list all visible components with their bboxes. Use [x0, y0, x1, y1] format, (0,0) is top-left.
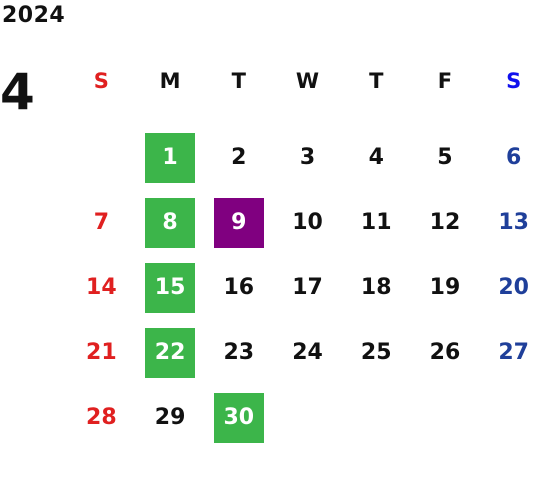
calendar-day: 3 [299, 145, 316, 170]
calendar-day-cell [342, 393, 411, 443]
calendar-day-cell[interactable]: 26 [411, 328, 480, 378]
calendar-day: 26 [429, 340, 461, 365]
calendar-day: 21 [86, 340, 117, 365]
calendar-day: 28 [86, 405, 117, 430]
calendar-day-cell[interactable]: 17 [273, 263, 342, 313]
calendar-day-cell[interactable]: 5 [411, 133, 480, 183]
calendar-day: 12 [429, 210, 461, 235]
calendar-day-cell[interactable]: 25 [342, 328, 411, 378]
calendar-day: 20 [498, 275, 529, 300]
holiday-day: 1 [145, 132, 196, 183]
calendar-day-cell[interactable]: 11 [342, 198, 411, 248]
calendar-day-cell[interactable]: 28 [67, 393, 136, 443]
weekday-header-tue: T [231, 69, 246, 93]
calendar-day-cell[interactable]: 9 [204, 197, 273, 248]
calendar-day-cell[interactable]: 18 [342, 263, 411, 313]
calendar-day: 14 [86, 275, 117, 300]
calendar-day-cell[interactable]: 20 [479, 263, 548, 313]
calendar-year: 2024 [2, 3, 66, 28]
weekday-header-fri: F [437, 69, 453, 93]
calendar-week-row: 28 29 30 [67, 385, 548, 450]
calendar-day [420, 393, 470, 443]
calendar-day-cell[interactable]: 24 [273, 328, 342, 378]
calendar-day-cell[interactable]: 1 [136, 132, 205, 183]
calendar-week-row: 1 2 3 4 5 6 [67, 125, 548, 190]
calendar-day-cell[interactable]: 12 [411, 198, 480, 248]
calendar-day: 4 [368, 145, 384, 170]
calendar-day: 10 [292, 210, 323, 235]
calendar-day: 11 [360, 210, 392, 235]
calendar-day: 5 [437, 145, 453, 170]
calendar-day-cell[interactable]: 27 [479, 328, 548, 378]
calendar-day-cell[interactable]: 8 [136, 197, 205, 248]
holiday-day: 22 [145, 327, 196, 378]
calendar-day: 27 [498, 340, 529, 365]
calendar-day-cell[interactable]: 30 [204, 392, 273, 443]
calendar-day-cell [67, 133, 136, 183]
holiday-day: 8 [145, 197, 196, 248]
calendar-day-cell[interactable]: 21 [67, 328, 136, 378]
holiday-day: 30 [213, 392, 264, 443]
calendar-day: 17 [292, 275, 323, 300]
calendar-day-cell[interactable]: 19 [411, 263, 480, 313]
calendar-day: 16 [223, 275, 255, 300]
calendar-day-cell [479, 393, 548, 443]
calendar-day: 25 [360, 340, 392, 365]
calendar-day: 19 [429, 275, 461, 300]
calendar-day-cell[interactable]: 29 [136, 393, 205, 443]
calendar-day-cell[interactable]: 4 [342, 133, 411, 183]
calendar-day: 18 [360, 275, 392, 300]
calendar-day-cell [273, 393, 342, 443]
calendar-day: 6 [506, 145, 522, 170]
calendar-day-cell[interactable]: 15 [136, 262, 205, 313]
calendar-day-cell[interactable]: 23 [204, 328, 273, 378]
calendar-day-cell [411, 393, 480, 443]
calendar-month: 4 [0, 63, 35, 121]
calendar-day: 23 [223, 340, 255, 365]
calendar-day: 2 [231, 145, 247, 170]
calendar-week-row: 14 15 16 17 18 19 20 [67, 255, 548, 320]
weekday-header-sat: S [506, 69, 522, 93]
holiday-day: 15 [145, 262, 196, 313]
calendar-day [351, 393, 401, 443]
weekday-header-wed: W [295, 69, 320, 93]
calendar-day-cell[interactable]: 14 [67, 263, 136, 313]
today-day: 9 [213, 197, 264, 248]
calendar-day-cell[interactable]: 6 [479, 133, 548, 183]
weekday-header-mon: M [159, 69, 181, 93]
calendar-day: 13 [498, 210, 529, 235]
calendar-day-cell[interactable]: 2 [204, 133, 273, 183]
calendar-day [489, 393, 539, 443]
weekday-header-thu: T [369, 69, 384, 93]
calendar-day-cell[interactable]: 7 [67, 198, 136, 248]
calendar-week-row: 21 22 23 24 25 26 27 [67, 320, 548, 385]
calendar-day-cell[interactable]: 10 [273, 198, 342, 248]
weekday-header-row: S M T W T F S [67, 57, 548, 105]
calendar-day-cell[interactable]: 3 [273, 133, 342, 183]
calendar-day [283, 393, 333, 443]
calendar-day-cell[interactable]: 16 [204, 263, 273, 313]
weekday-header-sun: S [93, 69, 109, 93]
calendar-day: 24 [292, 340, 323, 365]
calendar-day [76, 133, 126, 183]
calendar-day: 7 [93, 210, 110, 235]
calendar-day-cell[interactable]: 13 [479, 198, 548, 248]
calendar-day: 29 [154, 405, 186, 430]
calendar-day-cell[interactable]: 22 [136, 327, 205, 378]
